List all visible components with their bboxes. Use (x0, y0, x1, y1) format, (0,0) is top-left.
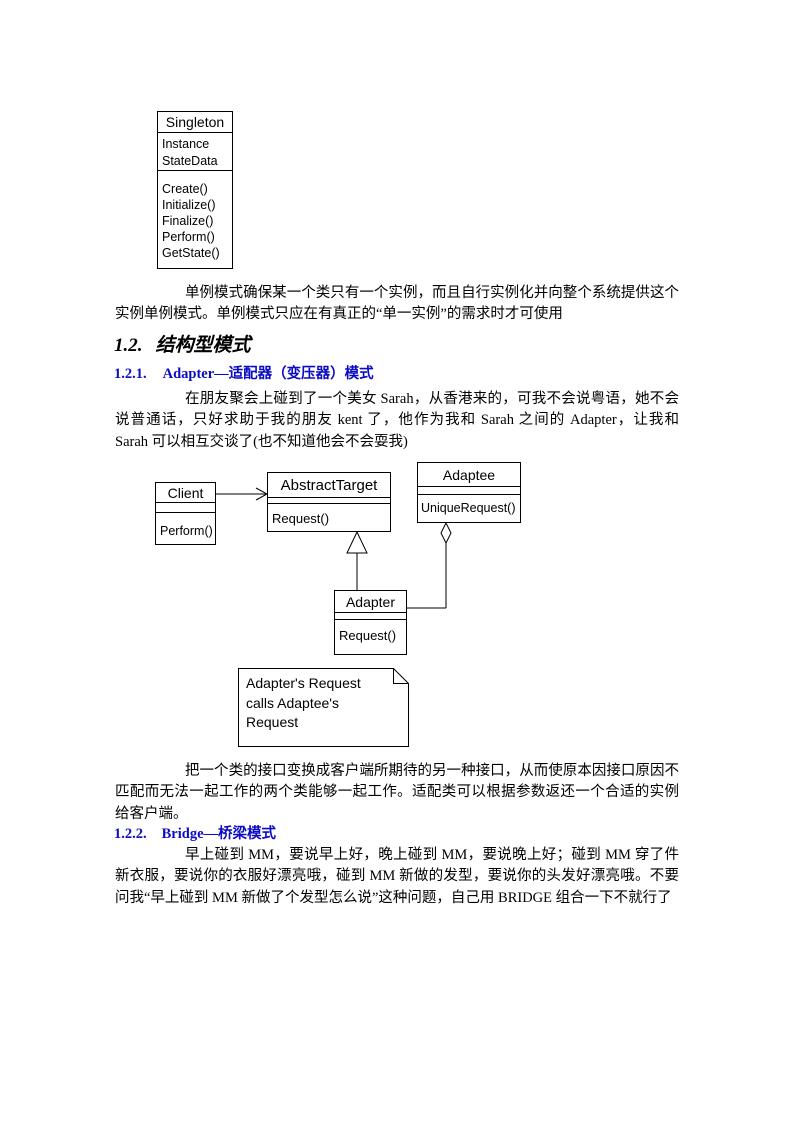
class-operation: Create() (162, 182, 208, 196)
uml-class-client: Client Perform() (155, 482, 216, 545)
class-operations-singleton: Create() Initialize() Finalize() Perform… (158, 171, 232, 268)
class-operation: Finalize() (162, 214, 214, 228)
class-name-adaptee: Adaptee (418, 463, 520, 487)
uml-class-adapter: Adapter Request() (334, 590, 407, 655)
class-attributes-client (156, 503, 215, 513)
uml-class-adaptee: Adaptee UniqueRequest() (417, 462, 521, 523)
heading-number: 1.2.2. (114, 826, 147, 842)
heading-title: Adapter—适配器（变压器）模式 (162, 366, 374, 382)
class-operation: Initialize() (162, 198, 216, 212)
class-operation: Perform() (162, 230, 215, 244)
aggregation-connector (407, 521, 452, 609)
heading-adapter-pattern: 1.2.1. Adapter—适配器（变压器）模式 (114, 362, 374, 383)
class-operation: Request() (339, 628, 397, 643)
heading-title: Bridge—桥梁模式 (161, 826, 277, 842)
class-operation: UniqueRequest() (421, 501, 516, 515)
class-name-adapter: Adapter (335, 591, 406, 613)
heading-structural-patterns: 1.2. 结构型模式 (114, 330, 251, 357)
class-operation: GetState() (162, 246, 220, 260)
paragraph-adapter-story: 在朋友聚会上碰到了一个美女 Sarah，从香港来的，可我不会说粤语，她不会说普通… (115, 391, 679, 450)
class-attributes-adapter (335, 613, 406, 620)
paragraph-singleton-desc: 单例模式确保某一个类只有一个实例，而且自行实例化并向整个系统提供这个实例单例模式… (115, 285, 679, 323)
class-operations-client: Perform() (156, 513, 215, 544)
generalization-arrow (346, 530, 368, 590)
heading-number: 1.2.1. (114, 366, 147, 382)
association-arrow (215, 487, 269, 501)
class-attribute: Instance (162, 137, 210, 151)
uml-note-text: Adapter's Request calls Adaptee's Reques… (246, 675, 361, 730)
class-attributes-abstract-target (268, 498, 390, 504)
class-attribute: StateData (162, 153, 218, 168)
class-name-singleton: Singleton (158, 112, 232, 133)
class-attributes-singleton: Instance StateData (158, 133, 232, 171)
uml-class-singleton: Singleton Instance StateData Create() In… (157, 111, 233, 269)
class-name-abstract-target: AbstractTarget (268, 473, 390, 498)
heading-number: 1.2. (114, 335, 143, 356)
uml-class-abstract-target: AbstractTarget Request() (267, 472, 391, 532)
heading-title: 结构型模式 (155, 335, 251, 356)
heading-bridge-pattern: 1.2.2. Bridge—桥梁模式 (114, 822, 276, 843)
class-operations-abstract-target: Request() (268, 504, 390, 531)
paragraph-adapter-desc: 把一个类的接口变换成客户端所期待的另一种接口，从而使原本因接口原因不匹配而无法一… (115, 763, 679, 822)
paragraph-bridge-story: 早上碰到 MM，要说早上好，晚上碰到 MM，要说晚上好；碰到 MM 穿了件新衣服… (115, 847, 679, 906)
class-operations-adaptee: UniqueRequest() (418, 495, 520, 522)
class-attributes-adaptee (418, 487, 520, 495)
class-operation: Perform() (160, 524, 213, 538)
class-operations-adapter: Request() (335, 620, 406, 654)
class-operation: Request() (272, 511, 330, 526)
class-name-client: Client (156, 483, 215, 503)
